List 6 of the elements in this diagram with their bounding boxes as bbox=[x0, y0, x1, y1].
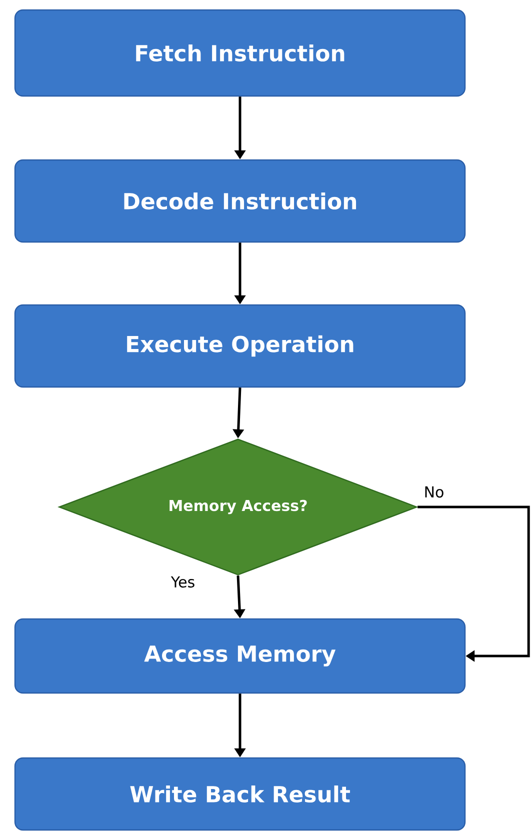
process-box: Write Back Result bbox=[14, 757, 466, 831]
arrow bbox=[418, 506, 530, 662]
process-box: Execute Operation bbox=[14, 304, 466, 388]
process-box: Access Memory bbox=[14, 618, 466, 694]
process-box: Decode Instruction bbox=[14, 159, 466, 243]
process-box: Fetch Instruction bbox=[14, 9, 466, 97]
